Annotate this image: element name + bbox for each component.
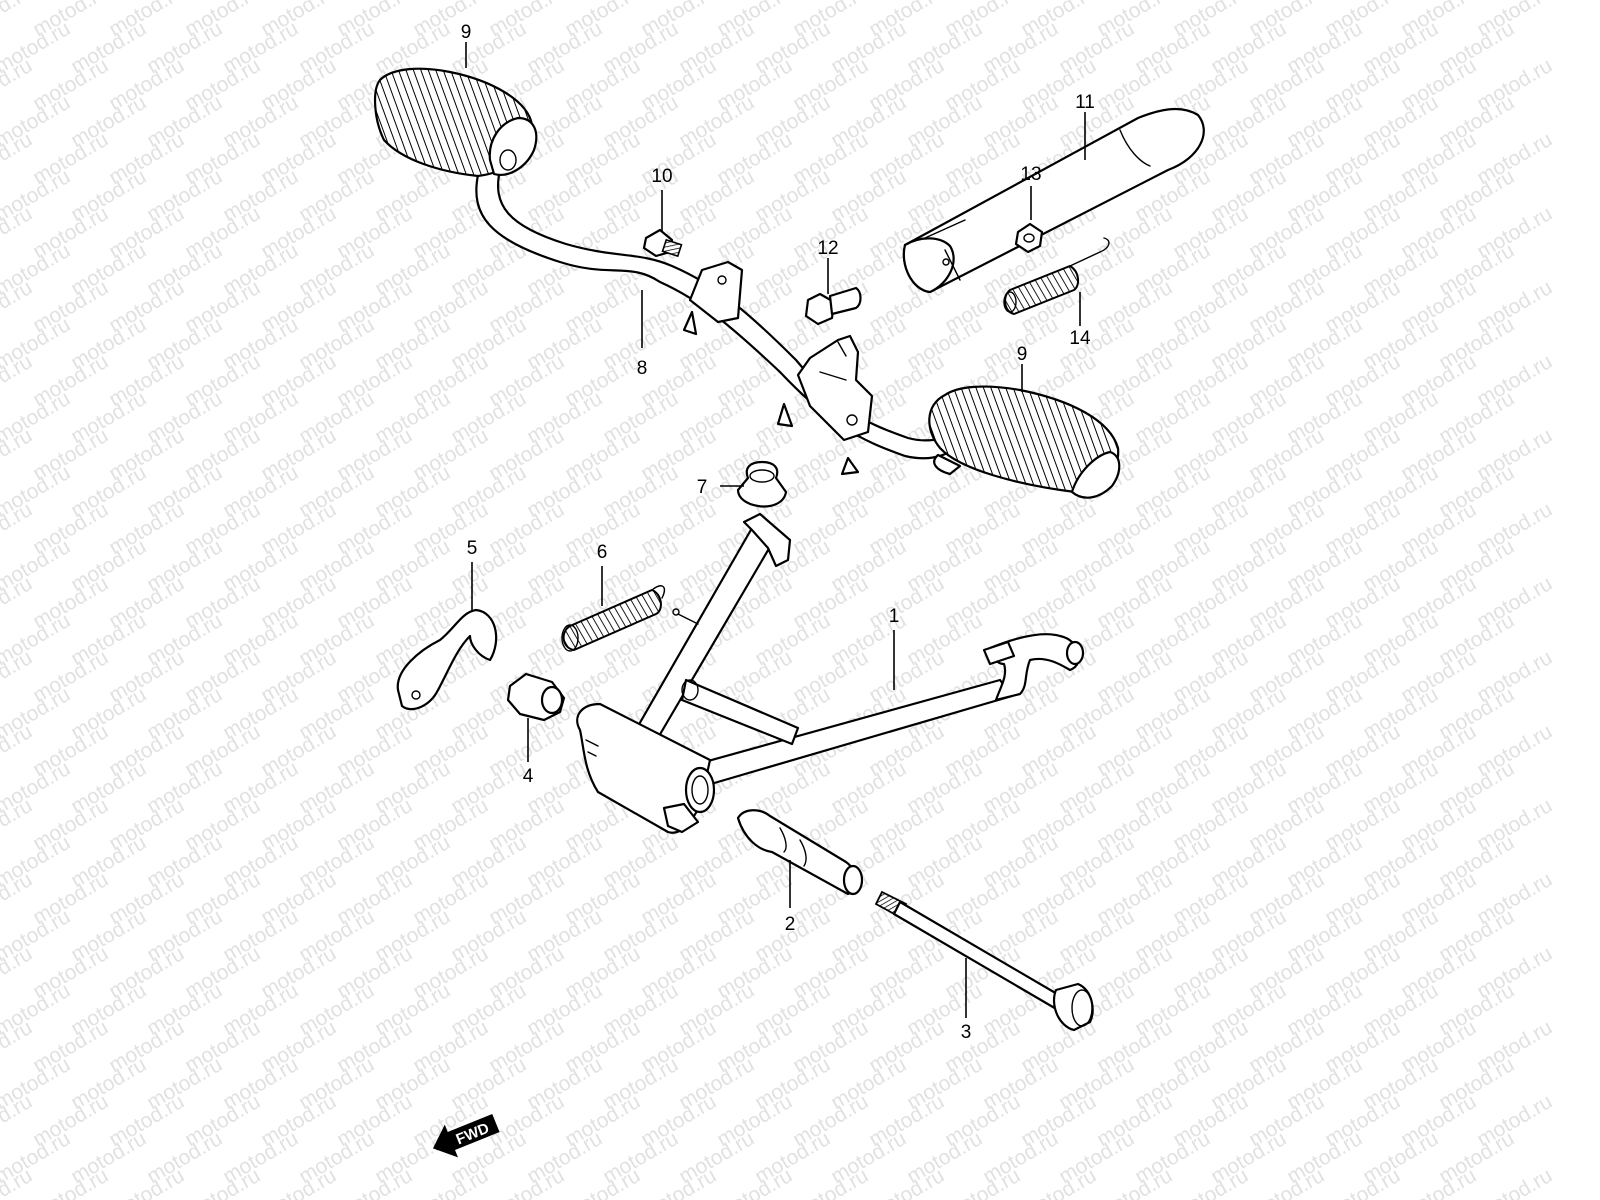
callout-9: 9 — [461, 22, 472, 43]
part-3-bolt — [874, 890, 1094, 1032]
part-6-spring — [561, 585, 666, 652]
part-5-plate — [396, 608, 498, 711]
callout-5: 5 — [467, 538, 478, 559]
callout-9: 9 — [1017, 344, 1028, 365]
part-10-bolt — [642, 228, 683, 258]
callout-3: 3 — [961, 1022, 972, 1043]
callout-2: 2 — [785, 914, 796, 935]
callouts: 9 10 11 13 12 14 9 8 7 5 6 1 4 2 3 — [461, 22, 1095, 1043]
leader-lines — [465, 42, 1086, 1018]
callout-1: 1 — [889, 606, 900, 627]
part-9-footpeg-rubber-right — [928, 385, 1121, 499]
part-11-shaft — [902, 107, 1205, 294]
callout-12: 12 — [817, 238, 838, 259]
callout-11: 11 — [1075, 92, 1095, 113]
callout-6: 6 — [597, 542, 608, 563]
callout-13: 13 — [1020, 164, 1041, 185]
part-12-bolt — [804, 286, 862, 326]
part-7-stopper — [736, 460, 788, 508]
part-1-center-stand — [576, 512, 1085, 834]
part-14-spring — [1003, 237, 1110, 316]
callout-14: 14 — [1069, 328, 1091, 349]
part-9-footpeg-rubber-left — [373, 67, 538, 178]
callout-10: 10 — [651, 166, 672, 187]
watermark-text: motod.ru — [1473, 1164, 1556, 1200]
callout-8: 8 — [637, 358, 648, 379]
callout-7: 7 — [697, 477, 708, 498]
callout-4: 4 — [523, 766, 534, 787]
part-2-collar — [736, 809, 864, 896]
part-13-nut — [1014, 222, 1044, 254]
watermark-layer: motod.rumotod.rumotod.rumotod.rumotod.ru… — [0, 0, 1556, 1200]
part-4-spacer — [506, 672, 566, 722]
